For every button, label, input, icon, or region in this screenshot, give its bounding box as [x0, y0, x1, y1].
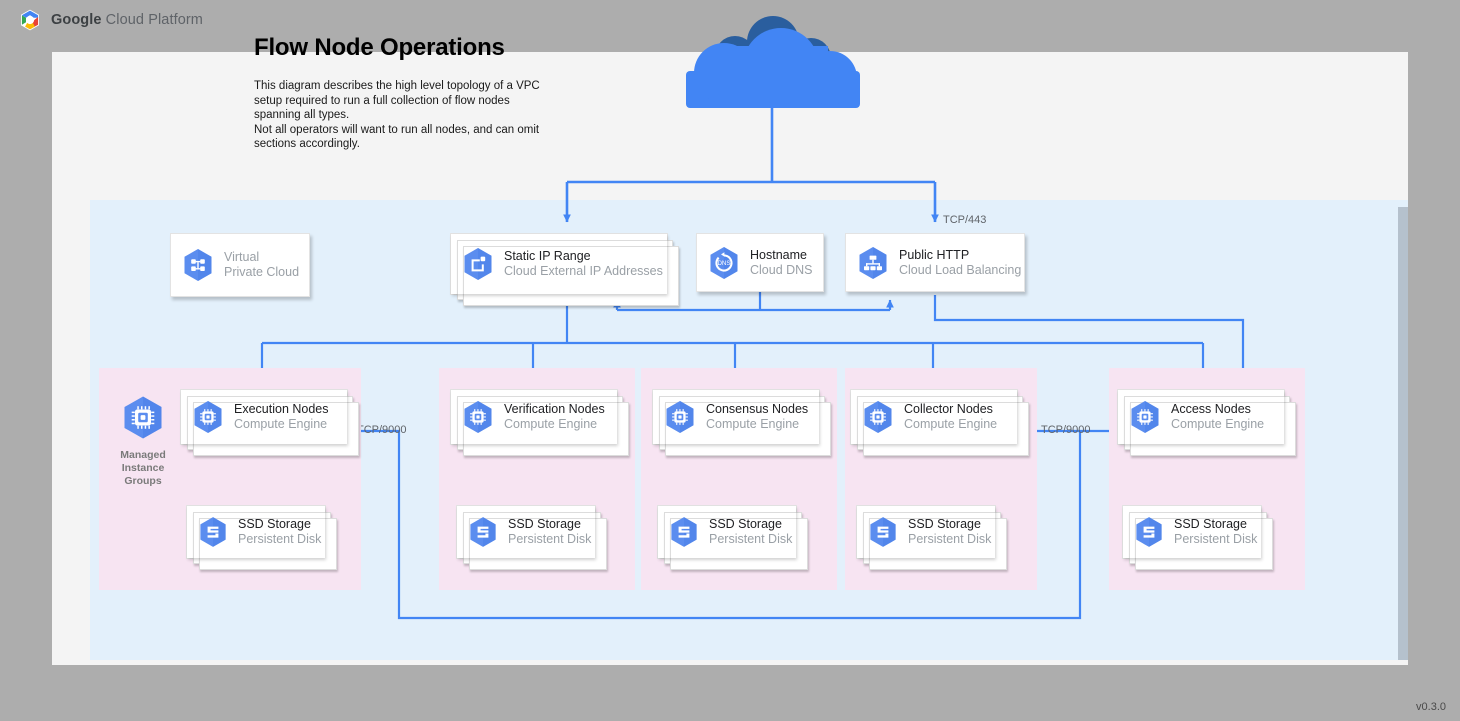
node-card-text: Access Nodes Compute Engine — [1171, 402, 1264, 432]
storage-card-title: SSD Storage — [508, 517, 581, 531]
node-card-collector-nodes[interactable]: Collector Nodes Compute Engine — [850, 389, 1029, 456]
node-card-subtitle: Compute Engine — [234, 417, 328, 431]
storage-card-verification[interactable]: SSD Storage Persistent Disk — [456, 505, 607, 570]
storage-card-text: SSD Storage Persistent Disk — [238, 517, 321, 547]
storage-card-execution[interactable]: SSD Storage Persistent Disk — [186, 505, 337, 570]
gcp-brand-suffix: Cloud Platform — [101, 12, 203, 28]
compute-engine-icon — [666, 401, 694, 433]
node-card-consensus-nodes[interactable]: Consensus Nodes Compute Engine — [652, 389, 831, 456]
node-card-subtitle: Cloud External IP Addresses — [504, 264, 663, 278]
load-balancing-icon — [859, 246, 887, 279]
storage-card-subtitle: Persistent Disk — [1174, 532, 1258, 546]
node-card-verification-nodes[interactable]: Verification Nodes Compute Engine — [450, 389, 629, 456]
persistent-disk-icon — [671, 517, 697, 547]
node-card-title: Public HTTP — [899, 247, 970, 262]
node-card-static-ip-range[interactable]: Static IP Range Cloud External IP Addres… — [450, 233, 679, 306]
compute-engine-icon — [864, 401, 892, 433]
port-label-https: TCP/443 — [943, 214, 987, 226]
node-card-text: Virtual Private Cloud — [224, 250, 299, 280]
storage-card-subtitle: Persistent Disk — [709, 532, 793, 546]
compute-instance-group-icon — [124, 396, 162, 439]
gcp-brand-label: Google Cloud Platform — [51, 12, 203, 28]
storage-card-text: SSD Storage Persistent Disk — [709, 517, 792, 547]
node-card-text: Consensus Nodes Compute Engine — [706, 402, 808, 432]
node-card-text: Execution Nodes Compute Engine — [234, 402, 329, 432]
node-card-title: Execution Nodes — [234, 402, 329, 416]
description-line-2: Not all operators will want to run all n… — [254, 123, 540, 151]
node-card-execution-nodes[interactable]: Execution Nodes Compute Engine — [180, 389, 359, 456]
storage-card-text: SSD Storage Persistent Disk — [908, 517, 991, 547]
port-label-collector-from-access: TCP/9000 — [1041, 424, 1091, 436]
node-card-subtitle: Compute Engine — [904, 417, 998, 431]
node-card-subtitle: Cloud DNS — [750, 262, 813, 277]
storage-card-title: SSD Storage — [908, 517, 981, 531]
compute-engine-icon — [1131, 401, 1159, 433]
node-card-subtitle: Private Cloud — [224, 265, 300, 279]
svg-text:DNS: DNS — [717, 260, 730, 267]
port-label-execution-from-access: TCP/9000 — [357, 424, 407, 436]
node-card-title: Consensus Nodes — [706, 402, 809, 416]
storage-card-subtitle: Persistent Disk — [908, 532, 992, 546]
storage-card-text: SSD Storage Persistent Disk — [1174, 517, 1257, 547]
version-label: v0.3.0 — [1416, 701, 1446, 713]
managed-instance-groups-badge — [122, 395, 164, 446]
node-card-title: Virtual — [224, 250, 260, 264]
persistent-disk-icon — [470, 517, 496, 547]
compute-engine-icon — [464, 401, 492, 433]
node-card-text: Static IP Range Cloud External IP Addres… — [504, 249, 663, 279]
node-card-subtitle: Cloud Load Balancing — [899, 262, 1022, 277]
diagram-description: This diagram describes the high level to… — [254, 79, 544, 152]
storage-card-title: SSD Storage — [709, 517, 782, 531]
external-ip-icon — [464, 248, 492, 280]
node-card-title: Verification Nodes — [504, 402, 605, 416]
storage-card-access[interactable]: SSD Storage Persistent Disk — [1122, 505, 1273, 570]
node-card-text: Collector Nodes Compute Engine — [904, 402, 997, 432]
cloud-icon — [686, 16, 860, 108]
node-card-virtual-private-cloud[interactable]: Virtual Private Cloud — [170, 233, 310, 297]
persistent-disk-icon — [200, 517, 226, 547]
node-card-text: Verification Nodes Compute Engine — [504, 402, 605, 432]
node-card-text: Public HTTP Cloud Load Balancing — [899, 248, 1021, 278]
google-cloud-logo-icon — [21, 9, 39, 31]
storage-card-subtitle: Persistent Disk — [508, 532, 592, 546]
cloud-dns-icon: DNS — [710, 246, 738, 279]
node-card-title: Access Nodes — [1171, 402, 1251, 416]
gcp-brand-google: Google — [51, 12, 102, 28]
persistent-disk-icon — [1136, 517, 1162, 547]
node-card-hostname[interactable]: DNS Hostname Cloud DNS — [696, 233, 824, 292]
storage-card-collector[interactable]: SSD Storage Persistent Disk — [856, 505, 1007, 570]
storage-card-text: SSD Storage Persistent Disk — [508, 517, 591, 547]
node-card-title: Static IP Range — [504, 249, 591, 263]
node-card-text: Hostname Cloud DNS — [750, 248, 813, 278]
page-title: Flow Node Operations — [254, 34, 505, 61]
node-card-subtitle: Compute Engine — [1171, 417, 1265, 431]
virtual-private-cloud-icon — [184, 249, 212, 281]
node-card-title: Collector Nodes — [904, 402, 993, 416]
managed-instance-groups-caption: Managed Instance Groups — [120, 449, 166, 487]
storage-card-title: SSD Storage — [1174, 517, 1247, 531]
vpc-region-shadow — [1398, 207, 1408, 660]
internet-cloud — [678, 16, 868, 116]
storage-card-title: SSD Storage — [238, 517, 311, 531]
storage-card-subtitle: Persistent Disk — [238, 532, 322, 546]
node-card-access-nodes[interactable]: Access Nodes Compute Engine — [1117, 389, 1296, 456]
node-card-subtitle: Compute Engine — [706, 417, 800, 431]
gcp-brand: Google Cloud Platform — [18, 8, 203, 32]
compute-engine-icon — [194, 401, 222, 433]
node-card-title: Hostname — [750, 247, 807, 262]
node-card-public-http[interactable]: Public HTTP Cloud Load Balancing — [845, 233, 1025, 292]
storage-card-consensus[interactable]: SSD Storage Persistent Disk — [657, 505, 808, 570]
persistent-disk-icon — [870, 517, 896, 547]
description-line-1: This diagram describes the high level to… — [254, 80, 540, 122]
node-card-subtitle: Compute Engine — [504, 417, 598, 431]
